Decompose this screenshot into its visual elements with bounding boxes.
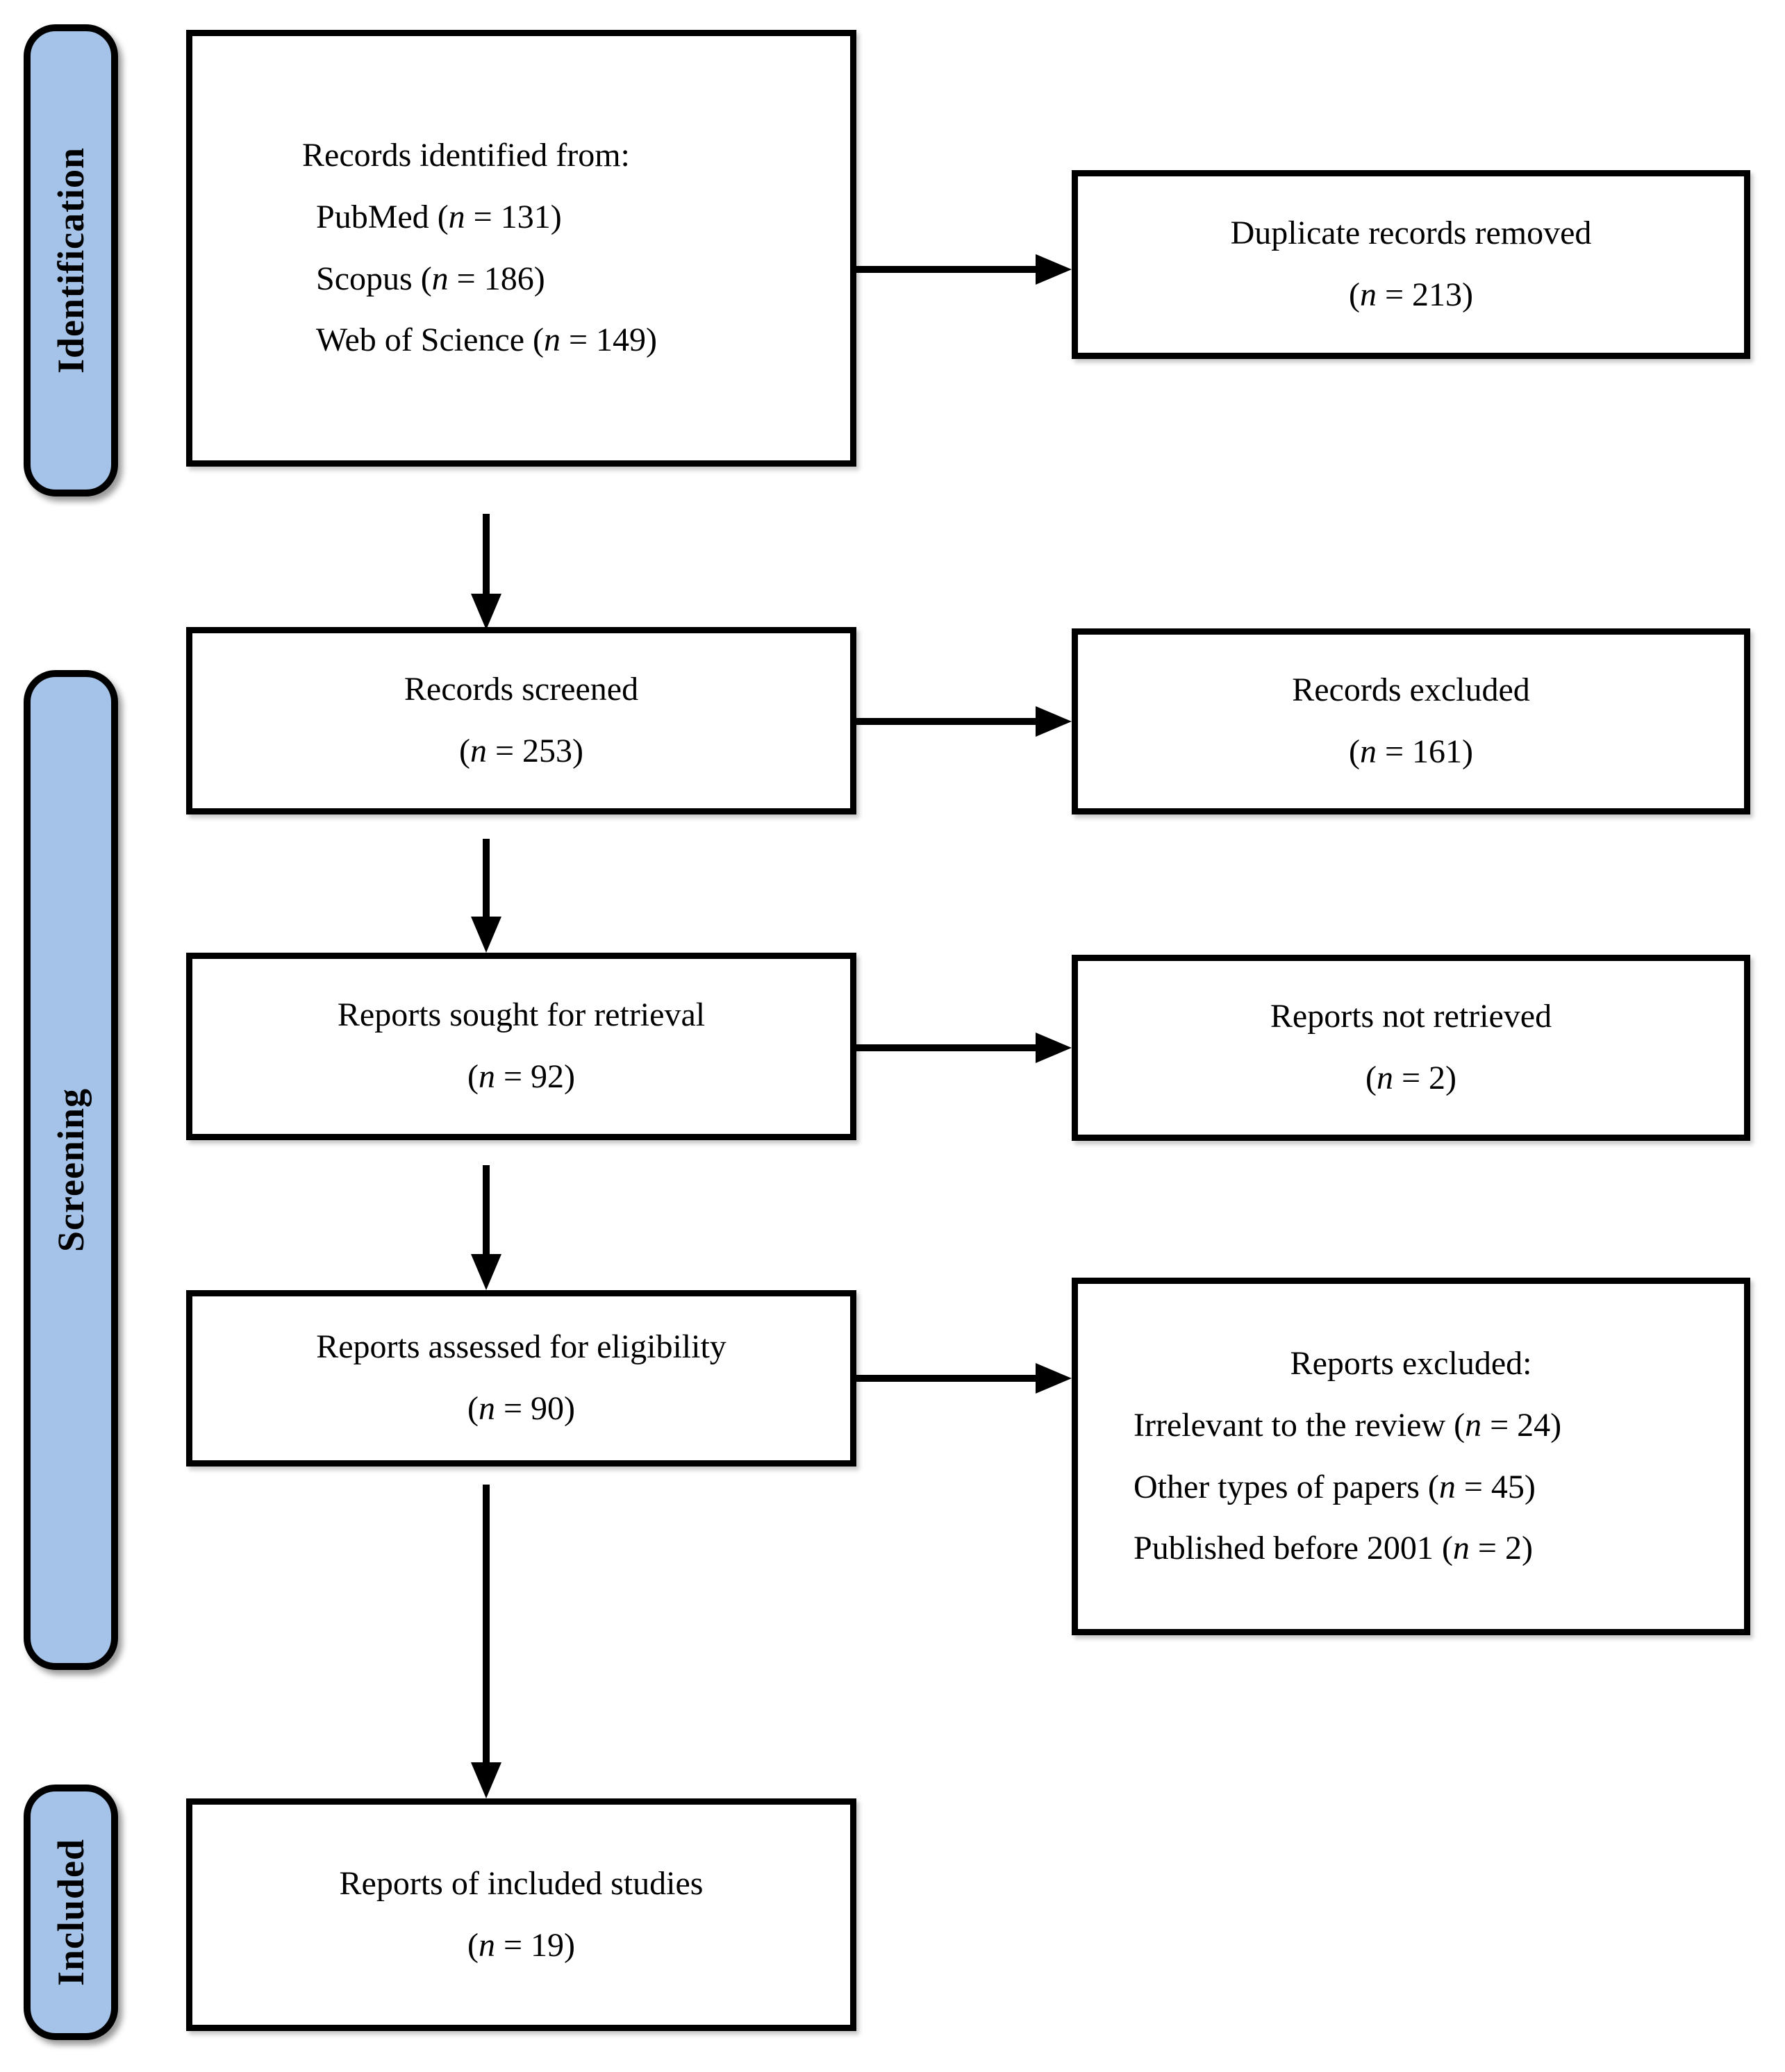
duplicates-removed-label: Duplicate records removed bbox=[1230, 215, 1592, 252]
source-web-of-science: Web of Science (n = 149) bbox=[316, 321, 658, 359]
stage-included: Included bbox=[24, 1785, 118, 2040]
reports-not-retrieved-count: (n = 2) bbox=[1365, 1060, 1457, 1096]
arrowhead-right-icon bbox=[1036, 1033, 1072, 1063]
stage-identification: Identification bbox=[24, 24, 118, 496]
source-pubmed-count: (n = 131) bbox=[437, 198, 562, 235]
reports-included-count: (n = 19) bbox=[467, 1926, 576, 1964]
arrowhead-right-icon bbox=[1036, 706, 1072, 737]
records-identified-box: Records identified from: PubMed (n = 131… bbox=[186, 30, 856, 467]
records-excluded-box: Records excluded (n = 161) bbox=[1072, 628, 1750, 814]
reports-assessed-label: Reports assessed for eligibility bbox=[316, 1328, 727, 1366]
stage-screening-label: Screening bbox=[50, 1088, 92, 1252]
reports-included-box: Reports of included studies (n = 19) bbox=[186, 1798, 856, 2031]
records-screened-label: Records screened bbox=[404, 671, 639, 708]
arrowhead-down-icon bbox=[471, 1254, 501, 1290]
arrowhead-down-icon bbox=[471, 917, 501, 953]
reports-excluded-title: Reports excluded: bbox=[1290, 1344, 1532, 1382]
exclusion-reason-irrelevant: Irrelevant to the review (n = 24) bbox=[1134, 1406, 1562, 1444]
arrow-shaft bbox=[856, 1044, 1038, 1051]
arrowhead-right-icon bbox=[1036, 254, 1072, 285]
arrow-shaft bbox=[483, 1165, 490, 1257]
reports-sought-count: (n = 92) bbox=[467, 1058, 576, 1095]
records-excluded-label: Records excluded bbox=[1292, 671, 1530, 709]
stage-included-label: Included bbox=[50, 1838, 92, 1987]
reports-sought-box: Reports sought for retrieval (n = 92) bbox=[186, 953, 856, 1140]
source-wos-count: (n = 149) bbox=[533, 321, 658, 359]
arrow-shaft bbox=[856, 718, 1038, 725]
exclusion-reason-other-papers-count: (n = 45) bbox=[1427, 1468, 1536, 1505]
down-arrow-assessed-to-included bbox=[471, 1485, 501, 1798]
reports-assessed-count: (n = 90) bbox=[467, 1390, 576, 1427]
arrowhead-down-icon bbox=[471, 1762, 501, 1798]
stage-screening: Screening bbox=[24, 670, 118, 1670]
records-identified-title: Records identified from: bbox=[302, 136, 630, 174]
right-arrow-identified-to-duplicates bbox=[856, 254, 1072, 285]
source-scopus-count: (n = 186) bbox=[420, 260, 545, 297]
exclusion-reason-other-papers: Other types of papers (n = 45) bbox=[1134, 1468, 1536, 1505]
arrow-shaft bbox=[856, 266, 1038, 273]
reports-excluded-reasons: Irrelevant to the review (n = 24) Other … bbox=[1078, 1395, 1561, 1580]
records-screened-count: (n = 253) bbox=[458, 733, 584, 769]
arrowhead-down-icon bbox=[471, 594, 501, 630]
source-pubmed: PubMed (n = 131) bbox=[316, 198, 562, 235]
records-excluded-count: (n = 161) bbox=[1348, 733, 1474, 770]
right-arrow-assessed-to-reports-excluded bbox=[856, 1363, 1072, 1394]
right-arrow-screened-to-excluded bbox=[856, 706, 1072, 737]
stage-identification-label: Identification bbox=[50, 147, 92, 374]
arrow-shaft bbox=[483, 514, 490, 596]
down-arrow-identified-to-screened bbox=[471, 514, 501, 630]
duplicates-removed-count: (n = 213) bbox=[1348, 276, 1474, 313]
source-scopus: Scopus (n = 186) bbox=[316, 260, 545, 297]
arrowhead-right-icon bbox=[1036, 1363, 1072, 1394]
reports-sought-label: Reports sought for retrieval bbox=[337, 996, 706, 1034]
arrow-shaft bbox=[483, 1485, 490, 1765]
down-arrow-screened-to-sought bbox=[471, 839, 501, 953]
records-screened-box: Records screened (n = 253) bbox=[186, 627, 856, 814]
down-arrow-sought-to-assessed bbox=[471, 1165, 501, 1290]
reports-not-retrieved-label: Reports not retrieved bbox=[1270, 998, 1552, 1035]
arrow-shaft bbox=[856, 1375, 1038, 1382]
reports-included-label: Reports of included studies bbox=[339, 1864, 704, 1902]
exclusion-reason-before-2001-count: (n = 2) bbox=[1441, 1530, 1533, 1567]
exclusion-reason-irrelevant-count: (n = 24) bbox=[1454, 1406, 1562, 1444]
reports-excluded-box: Reports excluded: Irrelevant to the revi… bbox=[1072, 1278, 1750, 1635]
exclusion-reason-before-2001: Published before 2001 (n = 2) bbox=[1134, 1530, 1533, 1567]
right-arrow-sought-to-not-retrieved bbox=[856, 1033, 1072, 1063]
reports-not-retrieved-box: Reports not retrieved (n = 2) bbox=[1072, 955, 1750, 1141]
reports-assessed-box: Reports assessed for eligibility (n = 90… bbox=[186, 1290, 856, 1467]
arrow-shaft bbox=[483, 839, 490, 919]
duplicates-removed-box: Duplicate records removed (n = 213) bbox=[1072, 170, 1750, 359]
